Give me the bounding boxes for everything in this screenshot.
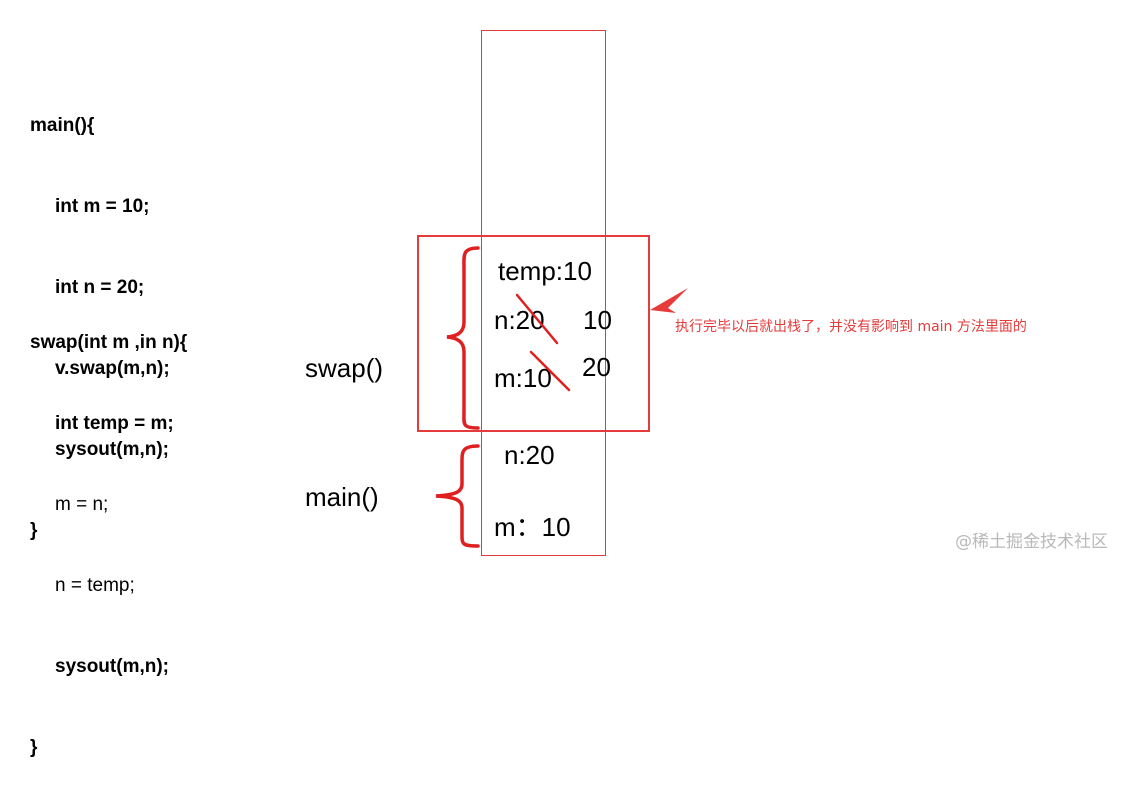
swap-frame-box bbox=[417, 235, 650, 432]
code-line: int m = 10; bbox=[55, 196, 150, 217]
strike-mark-m bbox=[529, 350, 571, 392]
annotation-text: 执行完毕以后就出栈了，并没有影响到 main 方法里面的 bbox=[675, 319, 1027, 335]
code-line: sysout(m,n); bbox=[55, 439, 169, 460]
swap-n-old-value: n:20 bbox=[494, 305, 545, 335]
code-line: m = n; bbox=[55, 494, 109, 515]
swap-temp-value: temp:10 bbox=[498, 256, 592, 286]
swap-m-new-value: 20 bbox=[582, 352, 611, 382]
main-frame-label: main() bbox=[305, 482, 379, 512]
main-method-code: main(){ int m = 10; int n = 20; v.swap(m… bbox=[30, 58, 170, 571]
swap-brace bbox=[446, 246, 480, 430]
watermark-text: @稀土掘金技术社区 bbox=[955, 532, 1108, 552]
strike-mark-n bbox=[515, 293, 559, 345]
swap-frame-label: swap() bbox=[305, 353, 384, 383]
code-line: n = temp; bbox=[55, 575, 135, 596]
code-line: v.swap(m,n); bbox=[55, 358, 170, 379]
swap-m-old-value: m:10 bbox=[494, 363, 552, 393]
diagram-overlay bbox=[435, 246, 688, 548]
code-line: swap(int m ,in n){ bbox=[30, 332, 188, 353]
code-line: int temp = m; bbox=[55, 413, 174, 434]
code-line: int n = 20; bbox=[55, 277, 145, 298]
code-line: sysout(m,n); bbox=[55, 656, 169, 677]
main-brace bbox=[435, 444, 480, 548]
code-line: main(){ bbox=[30, 115, 95, 136]
code-line: } bbox=[30, 520, 38, 541]
callout-arrow-icon bbox=[650, 288, 688, 313]
stack-column bbox=[481, 30, 606, 556]
main-n-value: n:20 bbox=[504, 440, 555, 470]
swap-n-new-value: 10 bbox=[583, 305, 612, 335]
main-m-value: m：10 bbox=[494, 512, 571, 542]
code-line: } bbox=[30, 737, 38, 758]
